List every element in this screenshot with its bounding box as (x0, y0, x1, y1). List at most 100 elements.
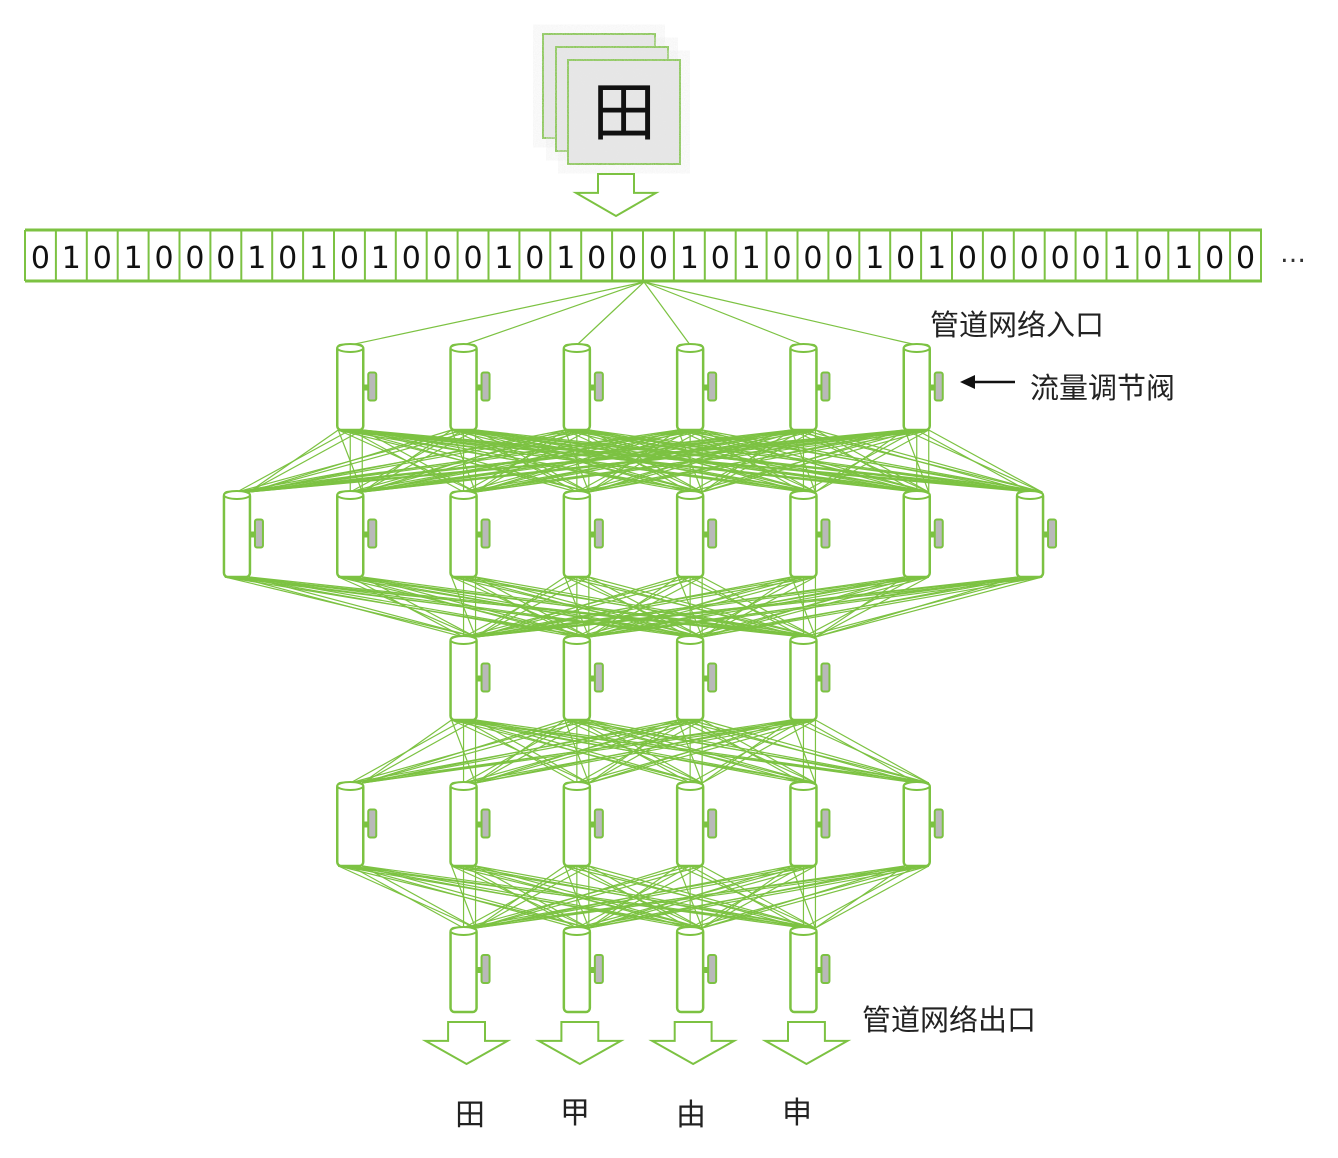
pipe-body (789, 490, 818, 579)
valve-stem (589, 821, 595, 828)
bit-cell: 0 (185, 241, 204, 276)
pipe-body (562, 635, 592, 722)
valve-stem (476, 384, 482, 391)
valve-icon (933, 808, 944, 839)
pipe-body (675, 343, 705, 432)
output-char-3: 由 (676, 1098, 706, 1133)
pipe-top (789, 490, 818, 500)
pipe-top (902, 781, 931, 791)
connection-line (928, 429, 1043, 493)
bit-cell: 0 (402, 241, 421, 276)
connection-line (643, 281, 691, 346)
pipe-layer1-4 (675, 343, 718, 432)
connection-line (236, 429, 804, 493)
valve-icon (933, 371, 944, 402)
input-arrow (572, 173, 660, 218)
pipe-top (449, 926, 478, 936)
pipe-body (449, 343, 478, 432)
valve-icon (820, 954, 831, 984)
pipe-body (449, 781, 478, 868)
valve-icon (253, 518, 264, 549)
pipe-layer1-6 (902, 343, 944, 432)
bit-cell: 0 (278, 241, 297, 276)
connection-line (236, 429, 691, 493)
valve-icon (593, 371, 604, 402)
valve-stem (703, 531, 709, 538)
connection-line (463, 719, 804, 784)
output-char-4: 申 (782, 1096, 812, 1131)
valve-icon (820, 518, 831, 549)
bit-cell: 0 (464, 241, 483, 276)
bit-cell: 0 (340, 241, 359, 276)
output-char-2: 甲 (560, 1096, 590, 1131)
pipe-layer1-2 (449, 343, 491, 432)
bit-cell: 1 (680, 241, 699, 276)
pipe-layer4-3 (562, 781, 604, 868)
pipe-layer1-3 (562, 343, 604, 432)
valve-stem (476, 531, 482, 538)
connection-line (236, 429, 917, 493)
pipe-layer2-5 (675, 490, 718, 579)
valve-stem (929, 531, 935, 538)
pipe-body (336, 781, 365, 868)
bit-cell: 0 (525, 241, 544, 276)
pipe-body (789, 926, 818, 1014)
connection-line (475, 576, 703, 638)
connection-line (803, 865, 918, 929)
valve-icon (367, 808, 378, 839)
valve-icon (933, 518, 944, 549)
pipe-layer5-2 (562, 926, 604, 1014)
valve-stem (363, 821, 369, 828)
connection-line (463, 576, 578, 638)
pipe-body (789, 635, 818, 722)
pipe-top (676, 781, 705, 791)
pipe-layer5-4 (789, 926, 831, 1014)
bit-cell: 0 (773, 241, 792, 276)
pipe-top (676, 635, 705, 645)
bit-cell: 0 (711, 241, 730, 276)
connection-line (588, 719, 816, 784)
valve-icon (480, 662, 491, 693)
pipe-top (789, 926, 818, 936)
connection-line (475, 865, 590, 929)
connection-line (463, 576, 917, 638)
connection-line (815, 429, 930, 493)
pipe-body (562, 926, 592, 1014)
pipe-body (336, 343, 365, 432)
bit-cell: 1 (371, 241, 390, 276)
output-arrow-1 (421, 1021, 512, 1066)
pipe-top (449, 343, 478, 353)
connection-line (463, 865, 578, 929)
pipe-layer5-3 (675, 926, 718, 1014)
connection-line (475, 576, 590, 638)
connections (224, 281, 1043, 929)
pipe-top (789, 781, 818, 791)
pipe-body (675, 635, 705, 722)
valve-stem (703, 967, 709, 973)
bit-cell: 0 (1143, 241, 1162, 276)
valve-stem (703, 675, 709, 682)
bit-cell: 0 (1051, 241, 1070, 276)
connection-line (236, 429, 577, 493)
pipe-top (449, 635, 478, 645)
connection-line (701, 429, 929, 493)
connection-line (576, 281, 645, 346)
valve-icon (367, 518, 378, 549)
pipe-layer3-2 (562, 635, 604, 722)
connection-line (463, 576, 1031, 638)
pipe-top (336, 343, 365, 353)
connection-line (248, 429, 476, 493)
connection-line (701, 865, 929, 929)
bit-cell: 0 (93, 241, 112, 276)
connection-line (701, 719, 816, 784)
pipe-body (449, 490, 478, 579)
valve-icon (593, 518, 604, 549)
pipe-body (562, 343, 592, 432)
pipe-layer4-2 (449, 781, 491, 868)
connection-line (463, 865, 917, 929)
valve-icon (480, 371, 491, 402)
bit-cell: 0 (618, 241, 637, 276)
pipe-top (902, 343, 931, 353)
connection-line (815, 719, 930, 784)
